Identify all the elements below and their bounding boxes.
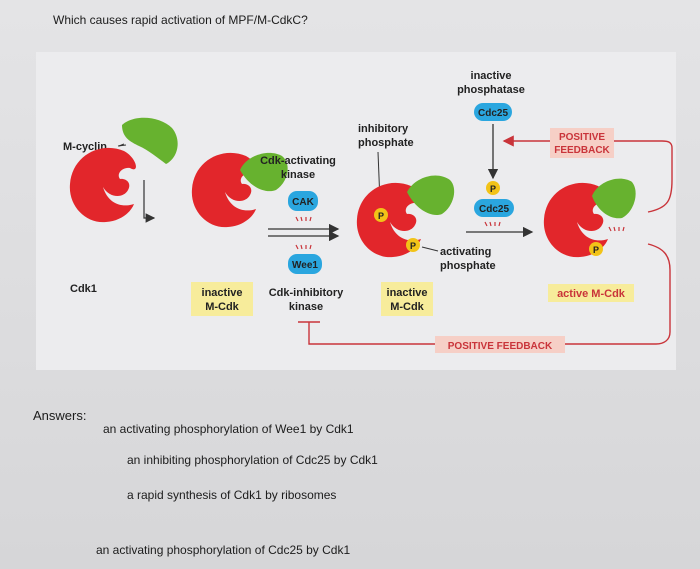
diagram-svg: M-cyclin Cdk1 inactive M-Cdk Cdk-activat… xyxy=(63,70,673,353)
m-cyclin-shape xyxy=(122,117,178,164)
inactive-mcdk-2-label: inactive xyxy=(387,287,428,299)
inactive-phosphatase-label-2: phosphatase xyxy=(457,84,525,96)
cdk1-shape xyxy=(69,147,136,223)
inactive-phosphatase-label: inactive xyxy=(471,70,512,82)
answer-option-2[interactable]: an inhibiting phosphorylation of Cdc25 b… xyxy=(127,453,378,467)
cdc25-active-enzyme xyxy=(474,199,514,217)
activating-phosphate-label-2: phosphate xyxy=(440,260,496,272)
answers-label: Answers: xyxy=(33,408,87,423)
active-mcdk-cdk xyxy=(543,182,610,258)
active-mcdk-label: active M-Cdk xyxy=(557,288,626,300)
cdk-activating-kinase-label-2: kinase xyxy=(281,169,315,181)
positive-feedback-top-label: POSITIVE xyxy=(559,132,605,143)
inactive-mcdk-2-cdk xyxy=(356,182,423,258)
positive-feedback-top-bg xyxy=(550,128,614,158)
positive-feedback-top-label-2: FEEDBACK xyxy=(554,145,610,156)
inactive-mcdk-1-cyclin xyxy=(240,152,288,192)
active-mcdk-phosphate-p: P xyxy=(593,245,599,255)
inhibitory-phosphate-label: inhibitory xyxy=(358,123,409,135)
wee1-enzyme xyxy=(288,254,322,274)
wee1-label: Wee1 xyxy=(292,260,318,271)
positive-feedback-bottom-label: POSITIVE FEEDBACK xyxy=(448,341,553,352)
activating-phosphate-leader xyxy=(421,246,439,252)
activating-phosphate-circle-2 xyxy=(406,238,420,252)
positive-feedback-top-loop xyxy=(614,140,673,213)
active-mcdk-cyclin xyxy=(592,178,636,219)
cdk1-label: Cdk1 xyxy=(70,283,97,295)
inactive-mcdk-1-label: inactive xyxy=(202,287,243,299)
cak-activity-marks xyxy=(295,216,312,222)
active-mcdk-activity-marks xyxy=(608,226,625,232)
inactive-mcdk-2-label-2: M-Cdk xyxy=(390,301,424,313)
positive-feedback-bottom-loop xyxy=(647,243,671,345)
inactive-mcdk-1-label-2: M-Cdk xyxy=(205,301,239,313)
answer-option-4[interactable]: an activating phosphorylation of Cdc25 b… xyxy=(96,543,351,557)
binding-arrow xyxy=(143,180,156,223)
inhibitory-phosphate-circle xyxy=(374,208,388,222)
cdc25-activity-marks xyxy=(484,221,501,227)
question-text: Which causes rapid activation of MPF/M-C… xyxy=(53,13,308,27)
cdk-inhibitory-kinase-label: Cdk-inhibitory xyxy=(269,287,344,299)
inactive-mcdk-2-label-bg xyxy=(381,282,433,316)
cdc25-phosphate-circle xyxy=(486,181,500,195)
cdc25-active-label: Cdc25 xyxy=(479,204,509,215)
answer-option-3[interactable]: a rapid synthesis of Cdk1 by ribosomes xyxy=(127,488,337,502)
cdc25-inactive-enzyme xyxy=(474,103,512,121)
active-mcdk-label-bg xyxy=(548,284,634,302)
cak-label: CAK xyxy=(292,197,314,208)
positive-feedback-bottom-bg xyxy=(435,336,565,353)
activating-phosphate-p-2: P xyxy=(410,241,416,251)
active-mcdk-phosphate-circle xyxy=(589,242,603,256)
cak-enzyme xyxy=(288,191,318,211)
inhibitory-phosphate-p: P xyxy=(378,211,384,221)
inactive-mcdk-2-cyclin xyxy=(407,175,455,216)
cdc25-inactive-label: Cdc25 xyxy=(478,108,508,119)
answer-option-1[interactable]: an activating phosphorylation of Wee1 by… xyxy=(103,422,354,436)
wee1-activity-marks xyxy=(295,244,312,250)
cdc25-phosphate-p: P xyxy=(490,184,496,194)
inactive-mcdk-1-label-bg xyxy=(191,282,253,316)
cdk-inhibitory-kinase-label-2: kinase xyxy=(289,301,323,313)
cdk-activating-kinase-label: Cdk-activating xyxy=(260,155,336,167)
inhibitory-phosphate-label-2: phosphate xyxy=(358,137,414,149)
m-cyclin-leader-line xyxy=(117,144,127,147)
mpf-activation-diagram: M-cyclin Cdk1 inactive M-Cdk Cdk-activat… xyxy=(36,52,676,370)
activating-phosphate-label: activating xyxy=(440,246,491,258)
